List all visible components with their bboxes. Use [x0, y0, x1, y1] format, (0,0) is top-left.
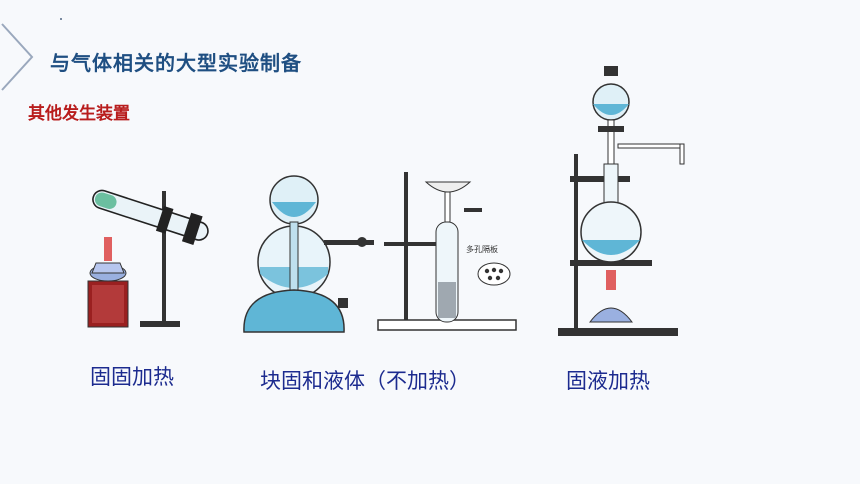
- section-subtitle: 其他发生装置: [28, 104, 130, 124]
- porous-plate-label: 多孔隔板: [466, 245, 498, 254]
- caption-block-solid-liquid: 块固和液体（不加热）: [260, 369, 470, 393]
- decorative-dot: [60, 18, 62, 20]
- page-title: 与气体相关的大型实验制备: [50, 51, 302, 75]
- solid-solid-heating-apparatus: [87, 189, 209, 328]
- caption-solid-liquid-heating: 固液加热: [566, 369, 650, 393]
- chevron-right-icon: [1, 23, 34, 91]
- solid-liquid-heating-apparatus: [558, 66, 685, 336]
- caption-solid-solid-heating: 固固加热: [90, 365, 174, 389]
- kipp-apparatus: [243, 172, 517, 333]
